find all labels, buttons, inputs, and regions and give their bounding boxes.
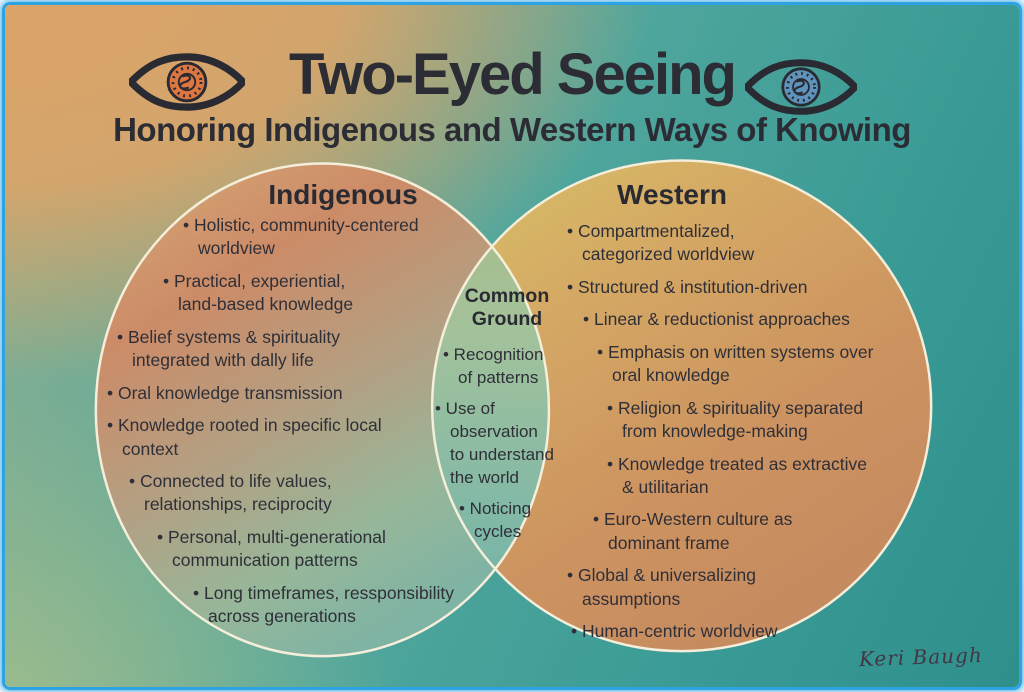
indigenous-circle [95, 163, 549, 657]
list-item: • Linear & reductionist approaches [583, 309, 850, 330]
list-item: • Recognition of patterns [443, 344, 544, 387]
common-ground-list: • Recognition of patterns • Use of obser… [433, 344, 554, 553]
left-eye-icon [125, 51, 249, 118]
list-item: • Compartmentalized, categorized worldvi… [567, 221, 755, 265]
list-item: • Noticing cycles [459, 499, 532, 542]
list-item: • Long timeframes, ressponsibility acros… [193, 582, 454, 627]
list-item: • Emphasis on written systems over oral … [597, 341, 874, 386]
list-item: • Holistic, community-centered worldview [183, 215, 419, 259]
list-item: • Structured & institution-driven [567, 276, 808, 297]
list-item: • Religion & spirituality separated from… [607, 397, 864, 442]
right-eye-icon [742, 57, 860, 122]
western-circle [432, 160, 932, 652]
list-item: • Knowledge treated as extractive & util… [607, 453, 868, 497]
poster-subtitle: Honoring Indigenous and Western Ways of … [113, 111, 911, 148]
list-item: • Practical, experiential, land-based kn… [163, 270, 354, 315]
western-list: • Compartmentalized, categorized worldvi… [559, 220, 927, 653]
indigenous-list: • Holistic, community-centered worldview… [105, 214, 483, 638]
list-item: • Human-centric worldview [571, 621, 778, 642]
indigenous-circle-outline [94, 162, 551, 658]
artist-signature: Keri Baugh [858, 642, 984, 672]
list-item: • Use of observation to understand the w… [435, 399, 554, 487]
list-item: • Global & universalizing assumptions [567, 565, 756, 609]
list-item: • Knowledge rooted in specific local con… [107, 415, 382, 459]
common-ground-heading: Common Ground [464, 285, 550, 331]
indigenous-heading: Indigenous [268, 179, 418, 210]
list-item: • Euro-Western culture as dominant frame [593, 509, 793, 553]
list-item: • Personal, multi-generational communica… [157, 526, 386, 571]
western-heading: Western [617, 179, 727, 210]
list-item: • Oral knowledge transmission [107, 382, 343, 403]
western-circle-outline [430, 159, 933, 653]
common-ground-section: Common Ground • Recognition of patterns … [433, 285, 581, 541]
list-item: • Connected to life values, relationship… [129, 470, 332, 515]
poster-title: Two-Eyed Seeing [289, 42, 737, 107]
list-item: • Belief systems & spirituality integrat… [117, 326, 340, 371]
venn-diagram [94, 159, 933, 658]
